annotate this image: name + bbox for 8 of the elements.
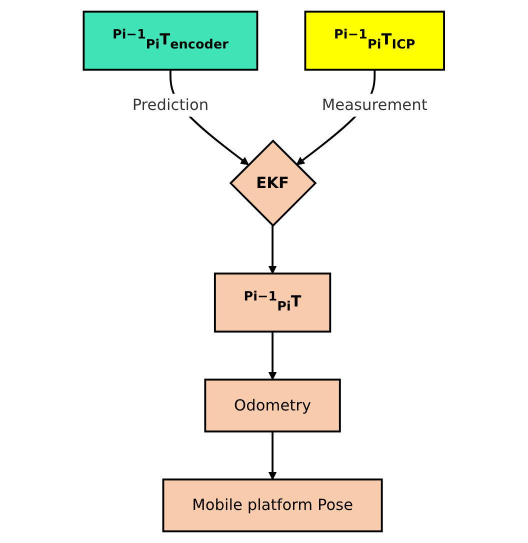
arrow [268, 226, 277, 274]
arrow [268, 431, 277, 480]
node-box: Odometry [204, 378, 341, 432]
arrow [268, 332, 277, 380]
node-box: Mobile platform Pose [162, 478, 383, 532]
edge-label: Prediction [132, 96, 209, 114]
edge-label: Measurement [322, 96, 428, 114]
node-diamond: EKF [229, 139, 317, 227]
